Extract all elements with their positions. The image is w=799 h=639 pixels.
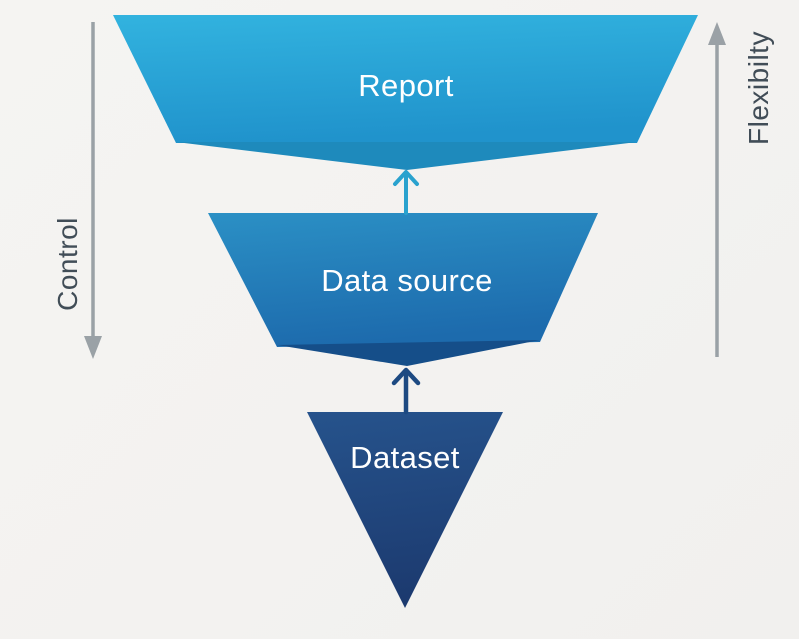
dataset-layer-shape [307, 412, 503, 608]
dataset-layer-label: Dataset [350, 440, 460, 475]
report-layer-shape [113, 15, 698, 143]
control-axis-label: Control [52, 217, 83, 311]
report-layer-label: Report [358, 68, 454, 103]
flexibility-axis-label: Flexibilty [743, 31, 774, 145]
flexibility-axis-arrow-icon [708, 22, 726, 357]
arrow-up-dataset-to-source-icon [391, 367, 421, 415]
control-axis-arrow-icon [84, 22, 102, 359]
data-source-layer-label: Data source [321, 263, 493, 298]
data-source-layer-shape [208, 213, 598, 347]
arrow-up-source-to-report-icon [393, 170, 419, 215]
report-layer-fold [176, 142, 637, 170]
data-source-layer-fold [277, 340, 540, 366]
